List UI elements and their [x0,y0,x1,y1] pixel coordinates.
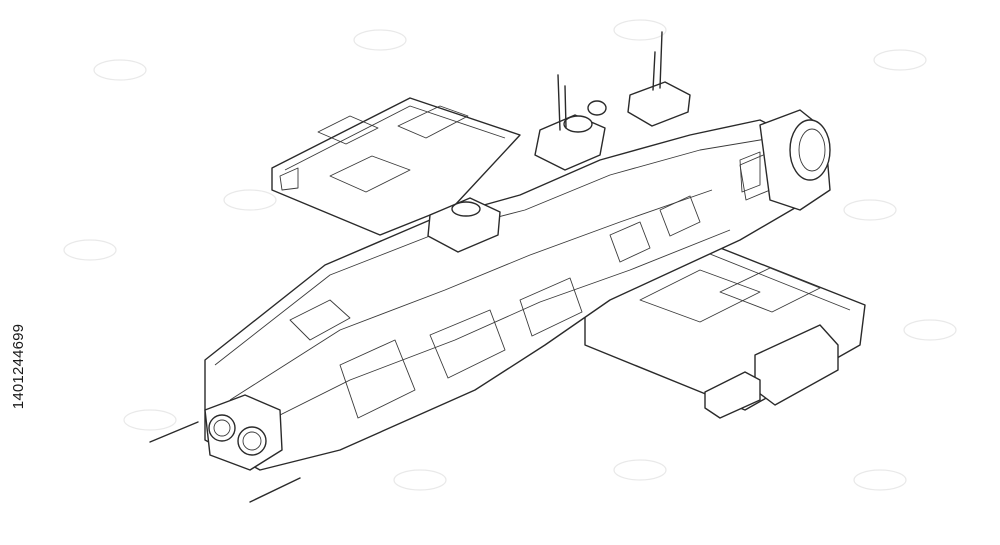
rear-left-wing [271,97,521,236]
engine-nacelle [739,109,831,211]
stock-id-text: 1401244699 [2,296,36,436]
main-hull [204,119,801,471]
bridge-towers [427,31,691,253]
front-thrusters [149,394,301,503]
stock-id-label: 1401244699 [10,323,28,409]
rear-right-wing [584,239,866,419]
watermark-pattern [63,19,957,491]
